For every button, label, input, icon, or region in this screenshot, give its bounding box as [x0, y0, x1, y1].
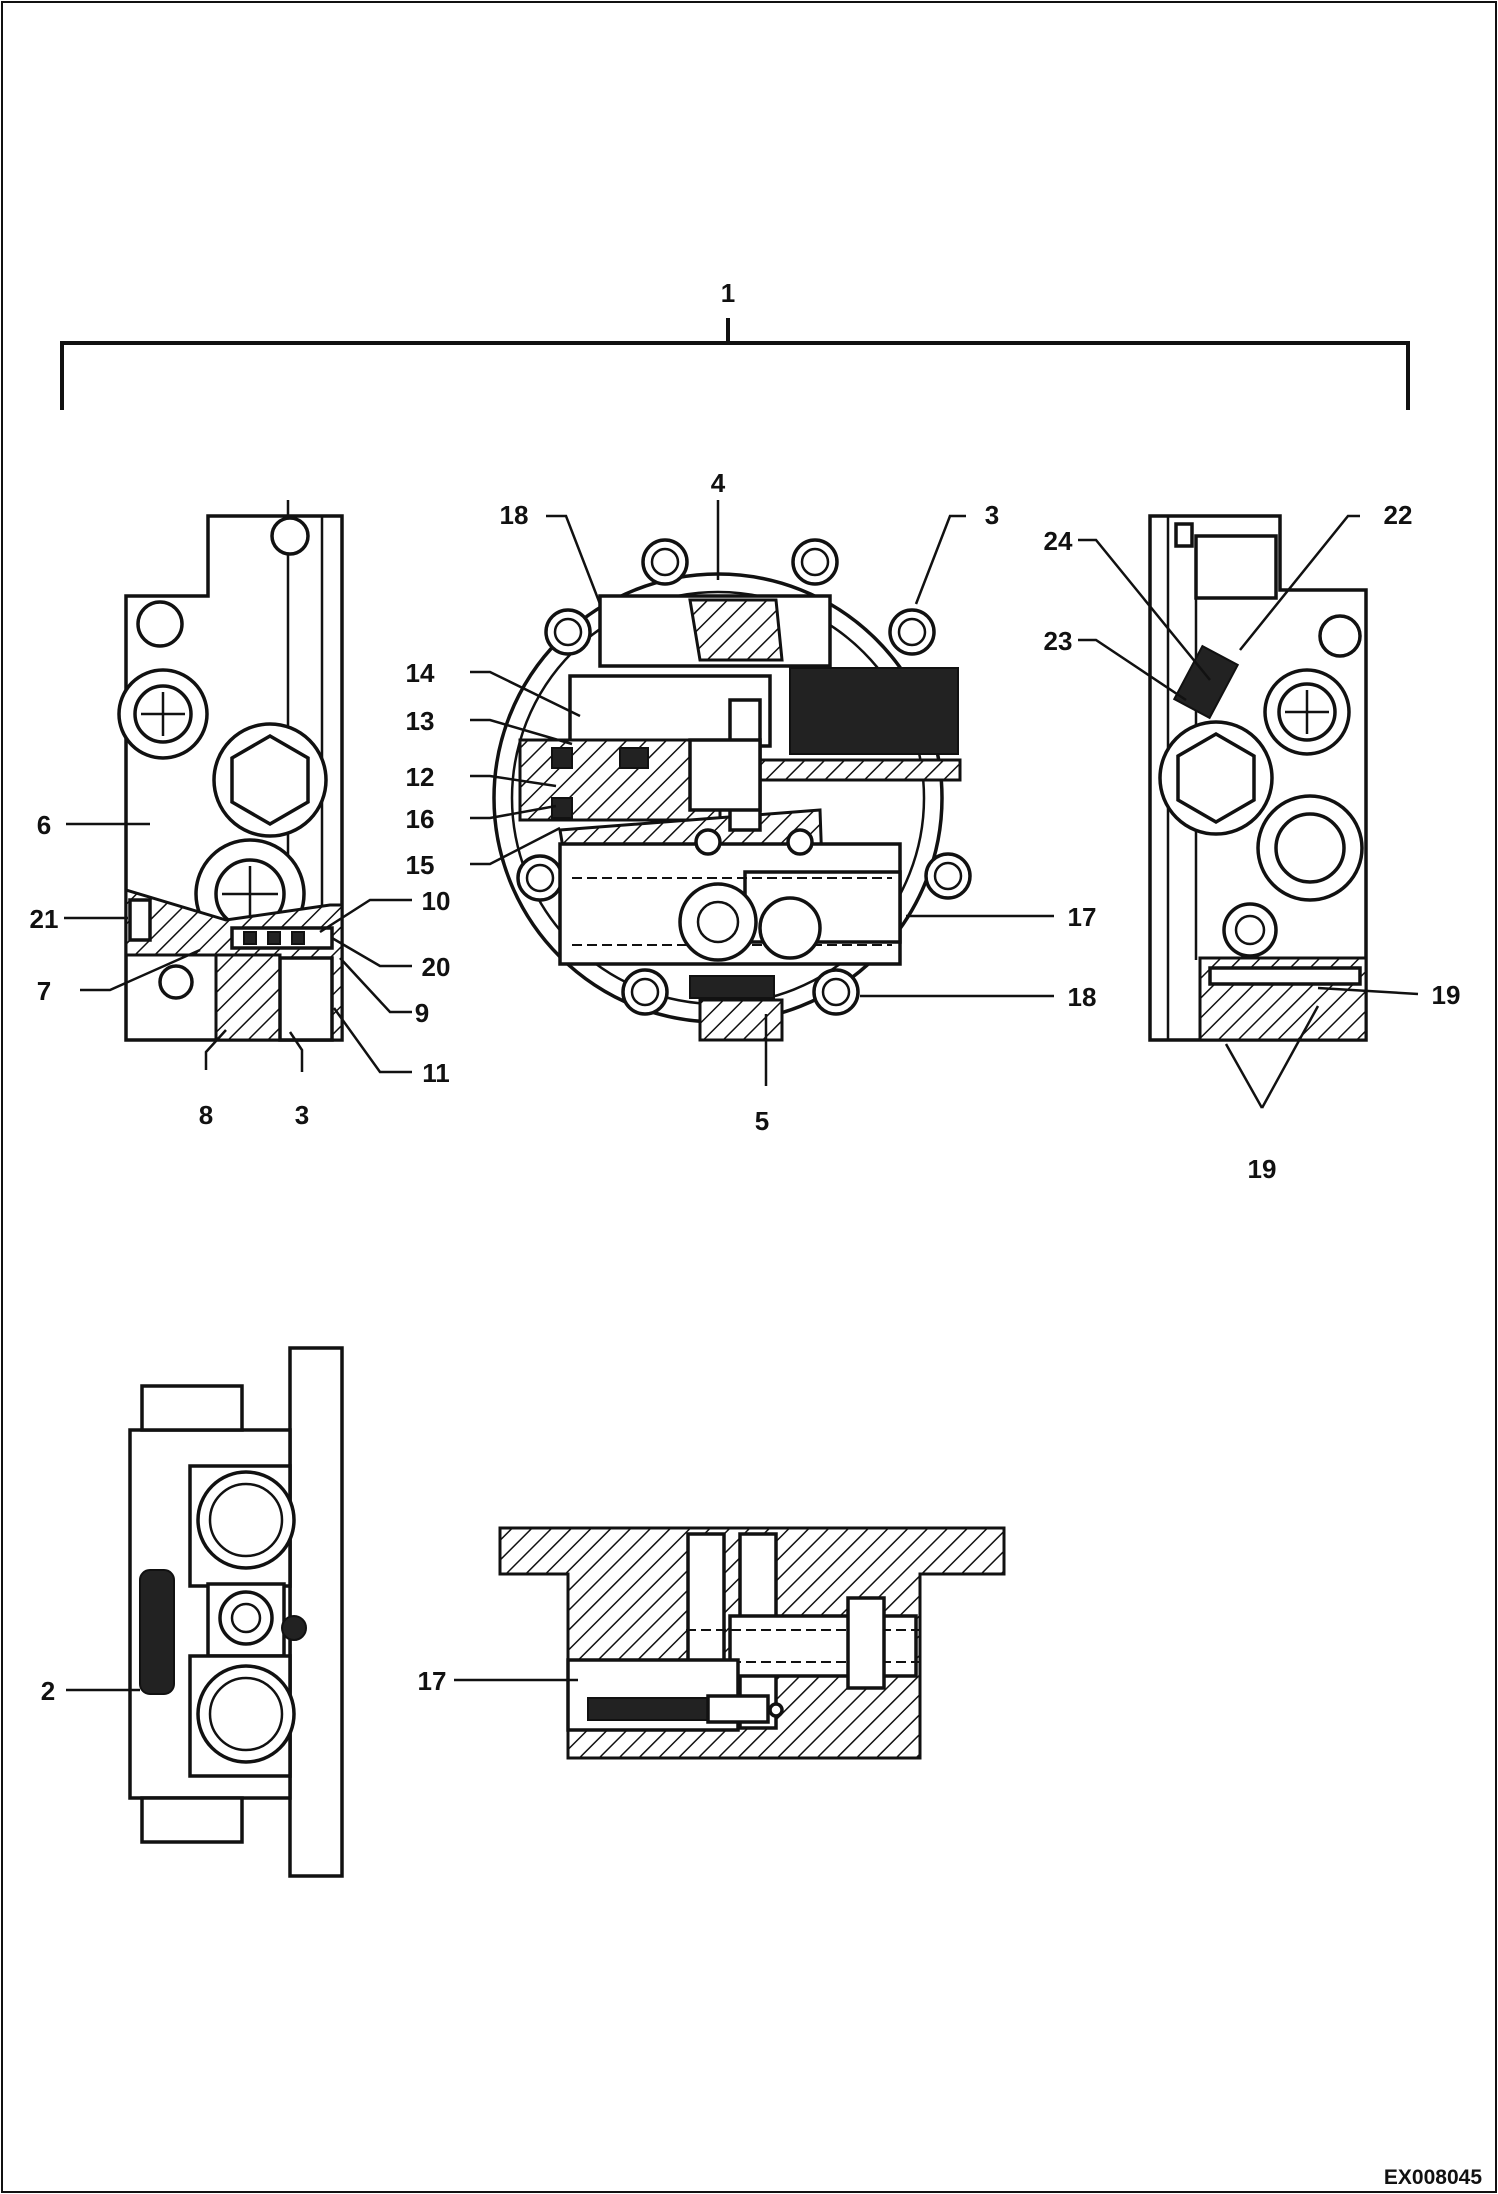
callout-19-bottom: 19 [1248, 1154, 1277, 1184]
callout-22: 22 [1384, 500, 1413, 530]
callout-5: 5 [755, 1106, 769, 1136]
callout-10: 10 [422, 886, 451, 916]
callout-18-top: 18 [500, 500, 529, 530]
callout-14: 14 [406, 658, 435, 688]
callout-8: 8 [199, 1100, 213, 1130]
bottom-left-view [128, 1346, 344, 1878]
left-side-view [117, 500, 344, 1042]
callout-7: 7 [37, 976, 51, 1006]
callout-3-top: 3 [985, 500, 999, 530]
callout-17-top: 17 [1068, 902, 1097, 932]
callout-24: 24 [1044, 526, 1073, 556]
callout-19-right: 19 [1432, 980, 1461, 1010]
callout-18-bottom: 18 [1068, 982, 1097, 1012]
callout-11: 11 [422, 1058, 450, 1088]
callout-4: 4 [711, 468, 726, 498]
bottom-section-view [498, 1526, 1006, 1760]
figure-reference-code: EX008045 [1384, 2166, 1482, 2189]
right-side-view [1148, 514, 1368, 1042]
callout-12: 12 [406, 762, 435, 792]
callout-3-bottom: 3 [295, 1100, 309, 1130]
callout-13: 13 [406, 706, 435, 736]
callout-6: 6 [37, 810, 51, 840]
callout-17-bottom: 17 [418, 1666, 447, 1696]
callout-23: 23 [1044, 626, 1073, 656]
callout-9: 9 [415, 998, 429, 1028]
callout-labels: 1 4 18 3 24 22 23 14 13 12 16 15 6 21 7 … [30, 278, 1461, 1706]
callout-21: 21 [30, 904, 59, 934]
callout-1: 1 [721, 278, 735, 308]
callout-2: 2 [41, 1676, 55, 1706]
leader-lines [64, 500, 1419, 1692]
callout-16: 16 [406, 804, 435, 834]
callout-15: 15 [406, 850, 435, 880]
assembly-bracket [60, 318, 1410, 410]
center-round-view [492, 538, 972, 1042]
callout-20: 20 [422, 952, 451, 982]
